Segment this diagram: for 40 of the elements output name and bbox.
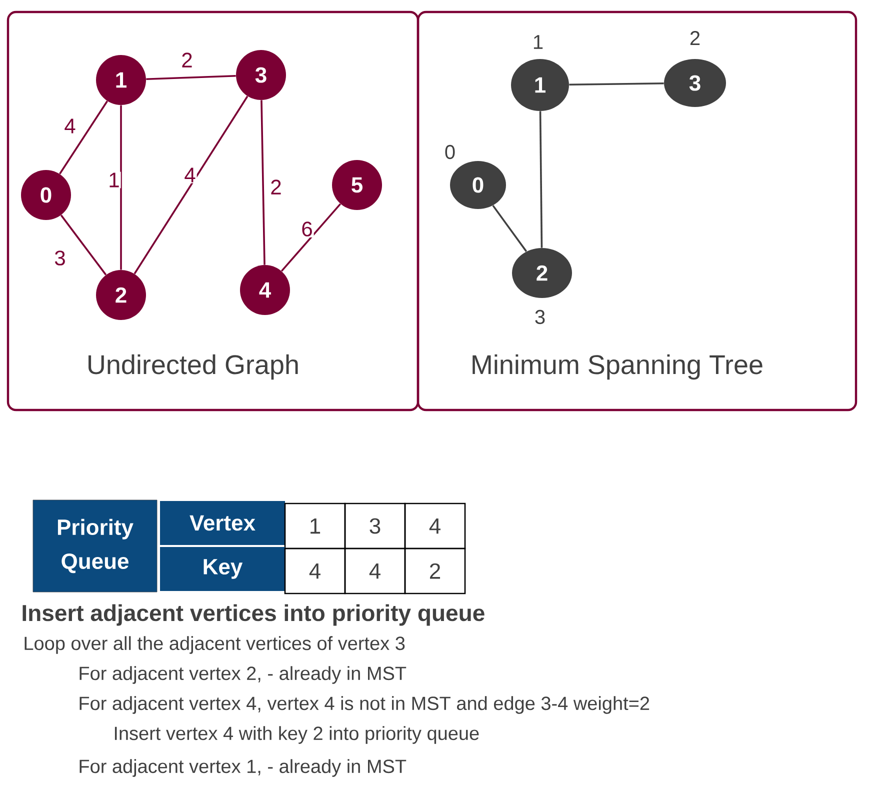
header-cell: Vertex [160,501,285,545]
edge-label: 6 [300,220,314,238]
edge-label: 2 [180,52,194,68]
edge-label: 1 [107,172,121,188]
edge-line [569,82,664,86]
step-text: Loop over all the adjacent vertices of vertex 3 [24,636,405,654]
step-text: For adjacent vertex 2, - already in MST [80,666,406,684]
step-heading: Insert adjacent vertices into priority queue [22,604,484,626]
key-label: 3 [535,310,545,324]
edge-line [539,111,543,248]
step-text: Insert vertex 4 with key 2 into priority queue [114,726,479,744]
header-cell: Priority Queue [32,500,158,592]
table-cell: 2 [404,548,466,594]
key-label: 2 [690,31,700,45]
edge-line [492,205,528,252]
edge-label: 4 [63,118,77,134]
panel-title: Undirected Graph [88,354,298,380]
edge-line [134,96,248,274]
table-cell: 4 [284,548,346,594]
edge-label: 2 [269,178,283,196]
table-cell: 4 [404,502,466,550]
panel-title: Minimum Spanning Tree [472,354,762,380]
step-text: For adjacent vertex 1, - already in MST [80,759,406,777]
table-cell: 4 [344,548,406,594]
key-label: 1 [534,35,543,49]
table-cell: 1 [284,502,346,550]
edge-line [60,214,107,276]
key-label: 0 [445,144,455,160]
edge-label: 4 [183,166,197,184]
panel-box [416,10,858,412]
header-cell: Key [160,547,285,591]
edge-line [146,75,236,80]
edge-label: 3 [53,250,67,266]
panel-box [6,10,420,412]
edge-line [280,203,342,272]
edge-line [260,100,266,265]
table-cell: 3 [344,502,406,550]
step-text: For adjacent vertex 4, vertex 4 is not in MST and edge 3-4 weight=2 [80,696,650,714]
edge-line [120,105,122,270]
edge-line [59,100,108,174]
